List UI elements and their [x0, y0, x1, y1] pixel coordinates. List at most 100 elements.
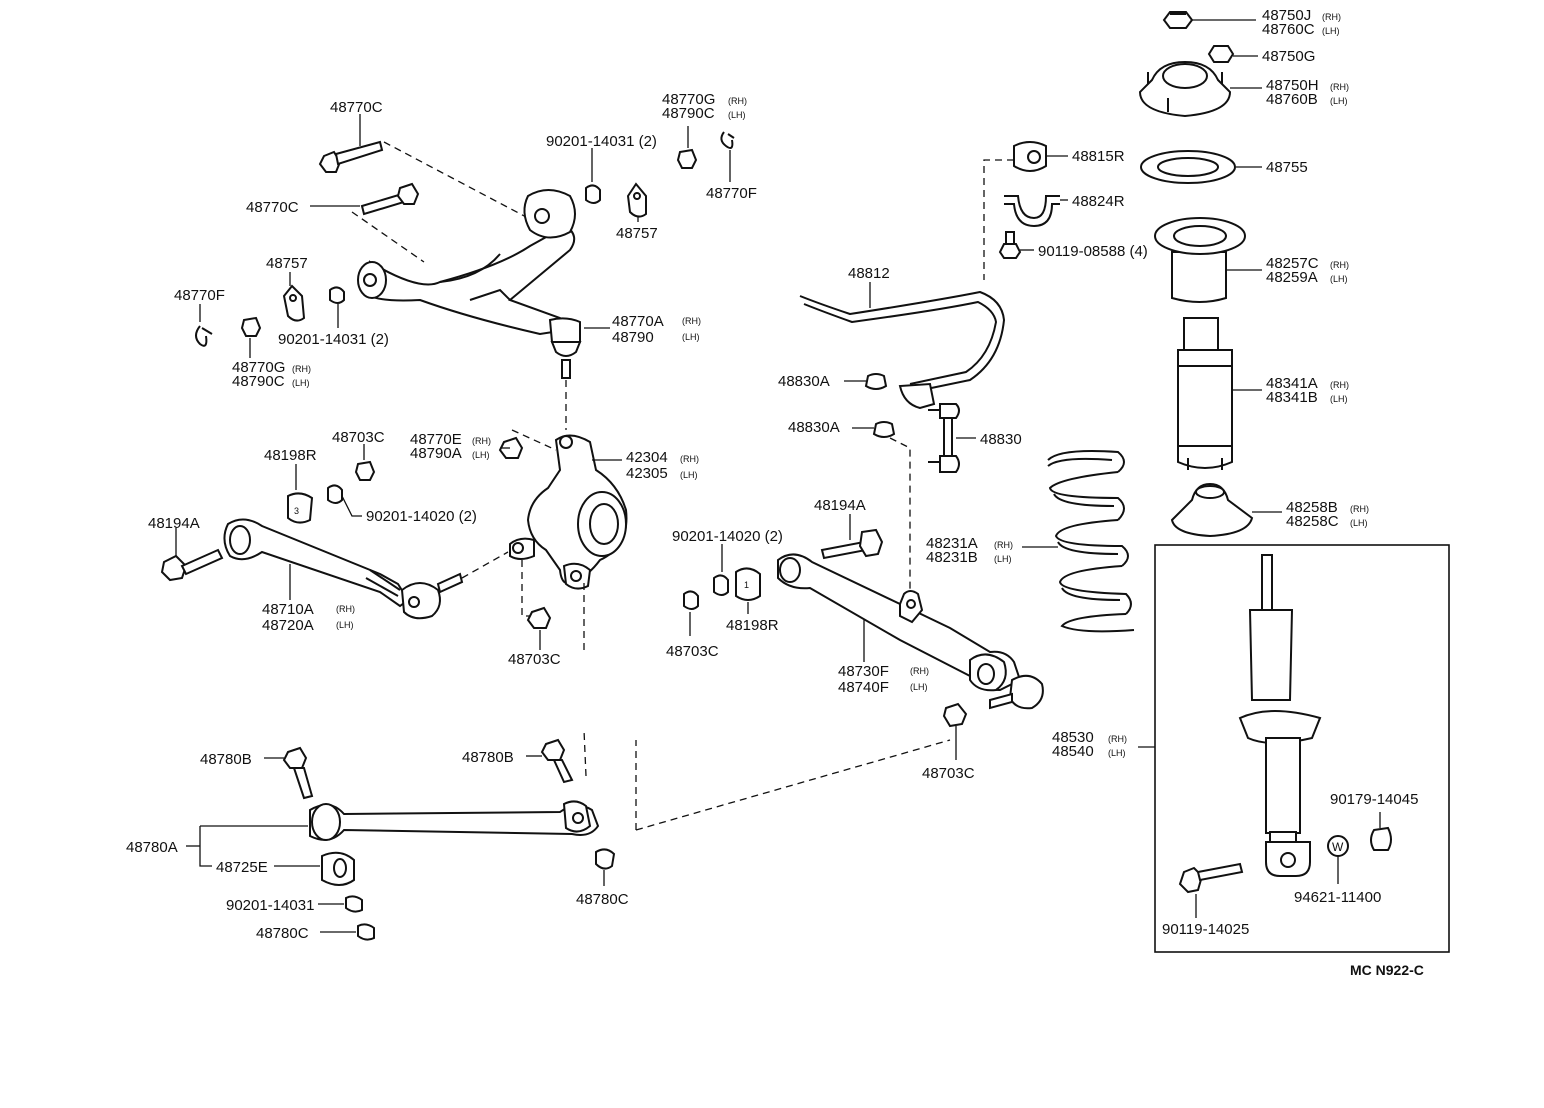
label-90179-14045: 90179-14045: [1330, 791, 1418, 808]
nut-48703c-mid: [526, 606, 552, 629]
label-48757-left: 48757: [266, 255, 308, 272]
label-48231b: 48231B: [926, 549, 978, 566]
label-48830: 48830: [980, 431, 1022, 448]
label-48341b: 48341B: [1266, 389, 1318, 406]
label-48198r-2: 48198R: [726, 617, 779, 634]
nut-48830a-upper: [864, 373, 888, 390]
bolt-48770c-upper: [318, 140, 384, 173]
nut-48703c-right-left: [683, 590, 699, 610]
svg-text:(LH): (LH): [472, 450, 490, 460]
label-48703c-3: 48703C: [666, 643, 719, 660]
label-48780b-1: 48780B: [200, 751, 252, 768]
label-48258c: 48258C: [1286, 513, 1339, 530]
svg-text:(LH): (LH): [1330, 274, 1348, 284]
plate-48757-left: [282, 284, 306, 322]
label-48812: 48812: [848, 265, 890, 282]
lower-arm-48710a: [223, 518, 464, 620]
cam-plate-48198r-right: 1: [735, 567, 761, 601]
svg-text:(LH): (LH): [1322, 26, 1340, 36]
label-48780b-2: 48780B: [462, 749, 514, 766]
label-94621-11400: 94621-11400: [1294, 889, 1381, 906]
svg-text:(LH): (LH): [910, 682, 928, 692]
label-48755: 48755: [1266, 159, 1308, 176]
svg-text:(RH): (RH): [1108, 734, 1127, 744]
stabilizer-bracket-48824r: [1004, 195, 1060, 228]
label-48790: 48790: [612, 329, 654, 346]
label-48194a-2: 48194A: [814, 497, 866, 514]
svg-text:(RH): (RH): [994, 540, 1013, 550]
svg-text:(RH): (RH): [1330, 260, 1349, 270]
label-48750h: 48750H: [1266, 77, 1319, 94]
spring-seat-48258b: [1170, 482, 1254, 538]
shock-absorber-group-box: [1154, 544, 1450, 953]
label-48815r: 48815R: [1072, 148, 1125, 165]
label-48725e: 48725E: [216, 859, 268, 876]
label-48750g: 48750G: [1262, 48, 1315, 65]
nut-48770g-top: [676, 148, 698, 169]
svg-text:(LH): (LH): [682, 332, 700, 342]
nut-48780c-right: [595, 848, 616, 870]
svg-text:(LH): (LH): [336, 620, 354, 630]
washer-90201-14031-bottom: [345, 895, 363, 913]
label-90201-14020-2: 90201-14020 (2): [672, 528, 783, 545]
bolt-48194a-left: [160, 548, 224, 582]
nut-48750j: [1162, 11, 1194, 29]
svg-text:(RH): (RH): [728, 96, 747, 106]
label-48740f: 48740F: [838, 679, 889, 696]
washer-90201-14031-top: [585, 184, 601, 204]
label-48760c: 48760C: [1262, 21, 1315, 38]
cotter-pin-48770f-top: [720, 131, 735, 149]
svg-text:(LH): (LH): [1108, 748, 1126, 758]
lower-arm-48730f: [777, 553, 1044, 710]
label-48830a-upper: 48830A: [778, 373, 830, 390]
diagram-code: MC N922-C: [1350, 962, 1424, 978]
label-48790c-top: 48790C: [662, 105, 715, 122]
gasket-48755: [1140, 150, 1236, 184]
svg-text:(RH): (RH): [910, 666, 929, 676]
label-48259a: 48259A: [1266, 269, 1318, 286]
svg-text:(LH): (LH): [292, 378, 310, 388]
label-42305: 42305: [626, 465, 668, 482]
axle-carrier-42304: [509, 434, 628, 590]
nut-48780c-left: [357, 923, 375, 941]
label-48720a: 48720A: [262, 617, 314, 634]
svg-text:(RH): (RH): [1330, 82, 1349, 92]
svg-text:(RH): (RH): [1350, 504, 1369, 514]
label-48341a: 48341A: [1266, 375, 1318, 392]
nut-48830a-lower: [872, 421, 896, 438]
label-48757-top: 48757: [616, 225, 658, 242]
label-48703c-2: 48703C: [508, 651, 561, 668]
washer-90201-14031-mid: [329, 286, 345, 304]
label-48770f-top: 48770F: [706, 185, 757, 202]
coil-spring-48231a: [1047, 450, 1135, 633]
label-90201-14031-top: 90201-14031 (2): [546, 133, 657, 150]
svg-text:(LH): (LH): [1330, 394, 1348, 404]
label-48760b: 48760B: [1266, 91, 1318, 108]
label-48780c-2: 48780C: [576, 891, 629, 908]
washer-94621-11400: W: [1327, 835, 1349, 857]
svg-text:(RH): (RH): [682, 316, 701, 326]
dust-boot-48341a: [1177, 317, 1233, 470]
label-48770c-lower: 48770C: [246, 199, 299, 216]
svg-text:(LH): (LH): [728, 110, 746, 120]
label-48770f-left: 48770F: [174, 287, 225, 304]
svg-text:(LH): (LH): [680, 470, 698, 480]
nut-48703c-right: [942, 702, 968, 728]
label-48730f: 48730F: [838, 663, 889, 680]
label-48770a: 48770A: [612, 313, 664, 330]
label-48770e: 48770E: [410, 431, 462, 448]
cam-plate-48198r-left: 3: [287, 492, 314, 524]
label-48830a-lower: 48830A: [788, 419, 840, 436]
svg-text:3: 3: [294, 506, 299, 516]
bolt-48780b-right: [540, 738, 574, 784]
svg-text:(RH): (RH): [472, 436, 491, 446]
label-48770g-top: 48770G: [662, 91, 715, 108]
bushing-48725e: [321, 851, 355, 886]
cotter-pin-48770f-left: [195, 325, 213, 347]
stabilizer-link-48830: [928, 403, 960, 473]
label-48530: 48530: [1052, 729, 1094, 746]
shock-absorber-48530: [1238, 554, 1322, 877]
svg-text:(LH): (LH): [994, 554, 1012, 564]
label-48194a-1: 48194A: [148, 515, 200, 532]
bolt-48194a-right: [820, 528, 884, 560]
